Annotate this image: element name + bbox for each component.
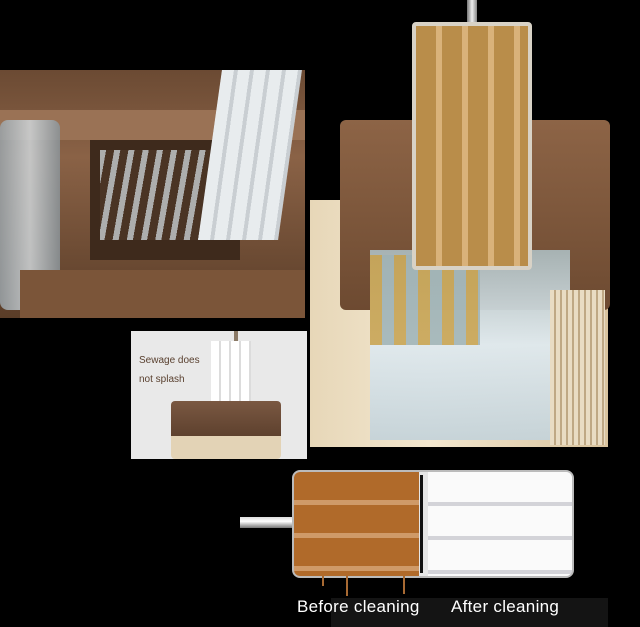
after-cleaning-label: After cleaning xyxy=(451,597,560,616)
mop-bucket-photo xyxy=(310,0,610,447)
bucket-interior-photo xyxy=(0,70,305,318)
mop-handle xyxy=(240,517,294,528)
splash-inset-photo: Sewage does not splash xyxy=(131,331,307,459)
caption-strip xyxy=(331,598,608,627)
before-cleaning-label: Before cleaning xyxy=(297,597,420,616)
inset-caption: Sewage does not splash xyxy=(139,351,200,389)
drip xyxy=(403,576,405,594)
drip xyxy=(346,576,348,596)
inset-caption-line1: Sewage does xyxy=(139,355,200,366)
dirty-half xyxy=(294,472,419,576)
divider-ruler xyxy=(420,475,423,573)
mop-pad-comparison xyxy=(292,470,574,578)
clean-half xyxy=(428,472,572,576)
inset-caption-line2: not splash xyxy=(139,374,185,385)
drip xyxy=(322,576,324,586)
